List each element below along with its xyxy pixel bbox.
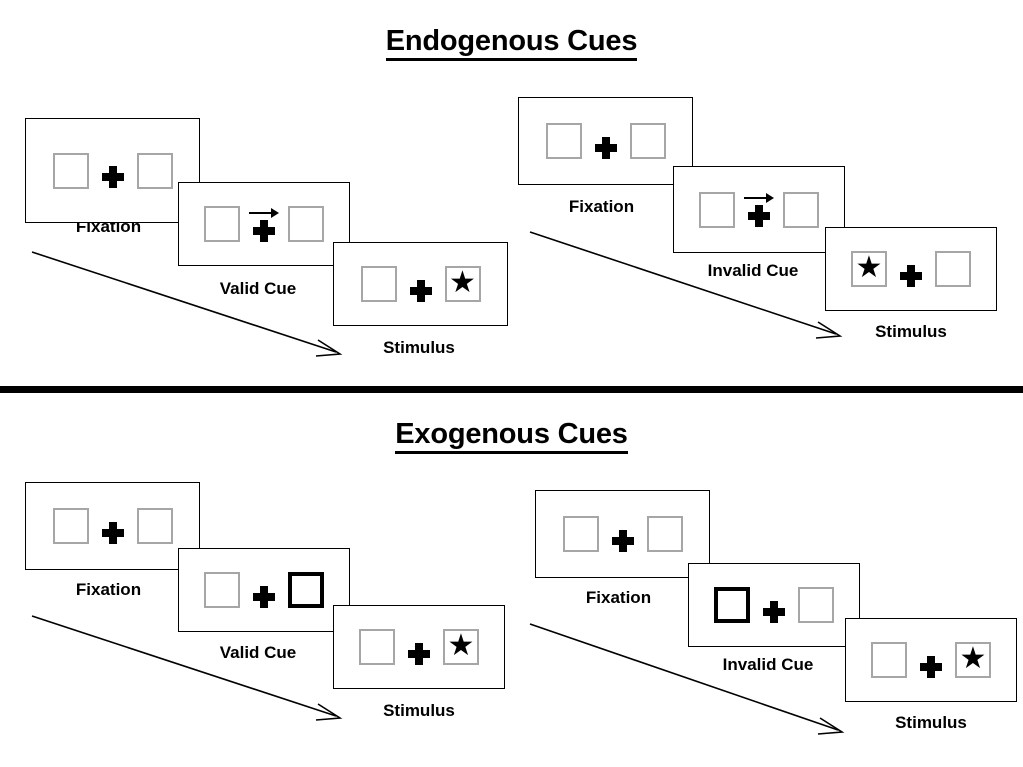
fixation-center	[582, 124, 630, 159]
section-divider	[0, 386, 1023, 393]
fixation-cross-icon	[408, 642, 430, 665]
left-square	[52, 508, 89, 544]
right-square: ★	[444, 266, 481, 302]
label-exogenous-invalid-cue: Invalid Cue	[722, 655, 814, 674]
star-icon: ★	[855, 251, 883, 284]
fixation-cross-icon	[409, 279, 432, 302]
left-square-cued	[714, 587, 750, 623]
fixation-cross-icon	[611, 529, 634, 552]
left-square	[204, 572, 240, 608]
fixation-center	[735, 192, 783, 227]
fixation-center	[89, 509, 137, 544]
panel-endogenous-invalid-cue	[673, 166, 845, 253]
fixation-center	[240, 207, 288, 242]
section-title-exogenous-text: Exogenous Cues	[395, 418, 628, 454]
fixation-center	[89, 153, 137, 188]
right-square	[783, 191, 819, 228]
right-square	[629, 123, 666, 159]
right-square	[798, 587, 834, 623]
left-square	[359, 629, 395, 665]
panel-endogenous-valid-fixation	[25, 118, 200, 223]
panel-exogenous-invalid-cue	[688, 563, 860, 647]
panel-endogenous-invalid-stimulus: ★	[825, 227, 997, 311]
fixation-cross-icon	[101, 521, 124, 544]
label-exogenous-valid-cue: Valid Cue	[219, 643, 297, 662]
panel-content	[689, 564, 859, 646]
label-endogenous-invalid-stimulus: Stimulus	[875, 322, 947, 341]
section-title-exogenous: Exogenous Cues	[0, 418, 1023, 454]
fixation-cross-icon	[900, 264, 922, 287]
panel-content: ★	[846, 619, 1016, 701]
left-square	[562, 516, 599, 552]
fixation-cross-icon	[748, 205, 770, 227]
fixation-cross-icon	[920, 655, 942, 678]
panel-exogenous-valid-fixation	[25, 482, 200, 570]
panel-exogenous-valid-cue	[178, 548, 350, 632]
left-square	[52, 152, 89, 189]
label-endogenous-invalid-cue: Invalid Cue	[707, 261, 799, 280]
label-exogenous-invalid-stimulus: Stimulus	[895, 713, 967, 732]
right-square	[136, 152, 173, 189]
panel-content	[179, 549, 349, 631]
left-square	[545, 123, 582, 159]
right-square: ★	[443, 629, 479, 665]
fixation-center	[240, 573, 288, 608]
fixation-cross-icon	[253, 585, 275, 608]
panel-endogenous-valid-stimulus: ★	[333, 242, 508, 326]
label-exogenous-invalid-fixation: Fixation	[585, 588, 652, 607]
right-square	[935, 251, 971, 287]
panel-content	[674, 167, 844, 252]
star-icon: ★	[959, 642, 987, 675]
left-square	[699, 191, 735, 228]
fixation-center	[395, 630, 443, 665]
panel-content	[26, 483, 199, 569]
label-endogenous-invalid-fixation: Fixation	[568, 197, 635, 216]
fixation-center	[907, 643, 955, 678]
panel-content	[536, 491, 709, 577]
arrow-cue-icon	[744, 192, 774, 204]
fixation-center	[599, 517, 647, 552]
right-square	[288, 206, 324, 242]
section-title-endogenous-text: Endogenous Cues	[385, 25, 637, 61]
section-title-endogenous: Endogenous Cues	[0, 25, 1023, 61]
panel-endogenous-valid-cue	[178, 182, 350, 266]
star-icon: ★	[447, 629, 475, 662]
label-exogenous-valid-fixation: Fixation	[75, 580, 142, 599]
panel-exogenous-invalid-stimulus: ★	[845, 618, 1017, 702]
left-square: ★	[851, 251, 887, 287]
right-square	[136, 508, 173, 544]
right-square-cued	[288, 572, 324, 608]
panel-content	[519, 98, 692, 184]
fixation-cross-icon	[594, 136, 617, 159]
fixation-center	[397, 267, 445, 302]
panel-exogenous-invalid-fixation	[535, 490, 710, 578]
panel-endogenous-invalid-fixation	[518, 97, 693, 185]
left-square	[204, 206, 240, 242]
panel-content	[26, 119, 199, 222]
panel-content: ★	[334, 606, 504, 688]
fixation-cross-icon	[763, 600, 785, 623]
fixation-center	[887, 252, 935, 287]
panel-content: ★	[334, 243, 507, 325]
star-icon: ★	[449, 266, 476, 299]
panel-exogenous-valid-stimulus: ★	[333, 605, 505, 689]
left-square	[871, 642, 907, 678]
fixation-center	[750, 588, 798, 623]
arrow-cue-icon	[249, 207, 279, 219]
right-square: ★	[955, 642, 991, 678]
panel-content	[179, 183, 349, 265]
label-exogenous-valid-stimulus: Stimulus	[383, 701, 455, 720]
label-endogenous-valid-cue: Valid Cue	[219, 279, 297, 298]
panel-content: ★	[826, 228, 996, 310]
left-square	[360, 266, 397, 302]
label-endogenous-valid-stimulus: Stimulus	[383, 338, 455, 357]
fixation-cross-icon	[101, 166, 124, 188]
right-square	[646, 516, 683, 552]
fixation-cross-icon	[253, 219, 275, 242]
